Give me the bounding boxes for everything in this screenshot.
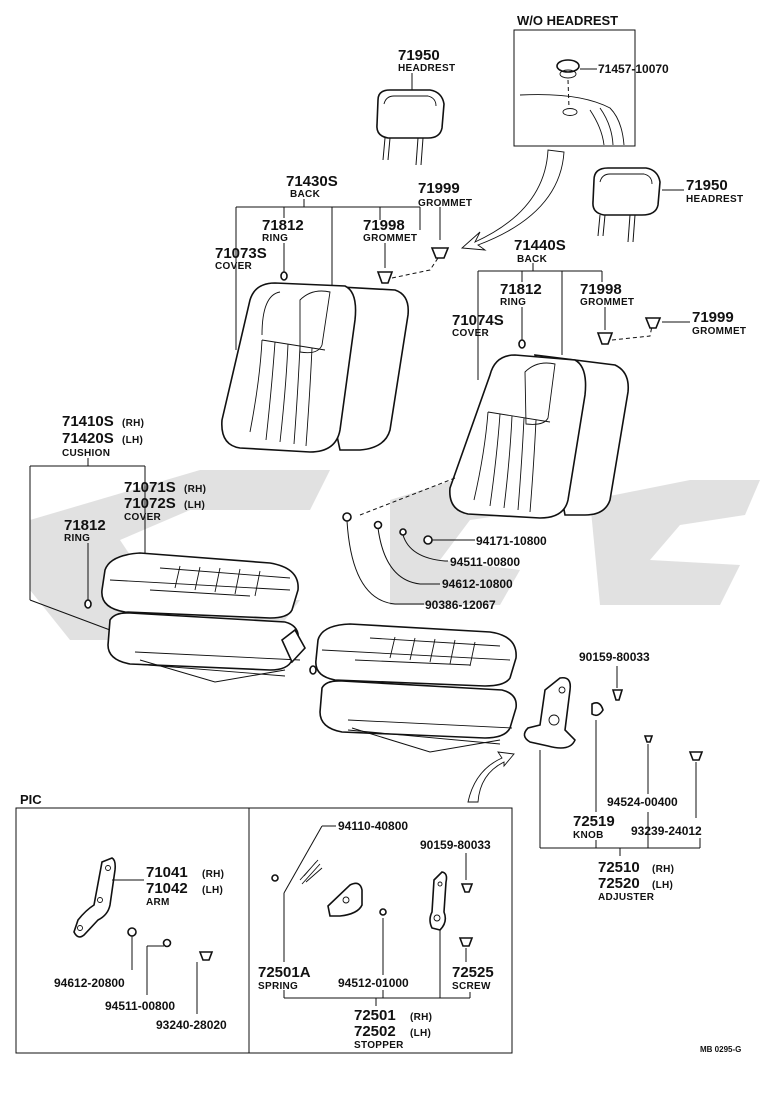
right-back-num: 71440S [514,237,566,254]
right-ring-num: 71812 [500,281,542,298]
adj-name: ADJUSTER [598,892,655,903]
pic-stopper-rh: (RH) [410,1012,432,1023]
left-headrest-num: 71950 [398,47,440,64]
left-back-num: 71430S [286,173,338,190]
pic-arm-num-rh: 71041 [146,864,188,881]
adj-knob-num: 72519 [573,813,615,830]
left-back-name: BACK [290,189,321,200]
adj-rh: (RH) [652,864,674,875]
adjuster-icon [523,676,576,749]
right-grommet-b-num: 71998 [580,281,622,298]
pic-p-93240: 93240-28020 [156,1018,227,1032]
pic-spring-num: 72501A [258,964,311,981]
cushion-rh: (RH) [122,418,144,429]
right-cover-num: 71074S [452,312,504,329]
adj-num-lh: 72520 [598,875,640,892]
cushion-ring-num: 71812 [64,517,106,534]
wo-headrest-title: W/O HEADREST [517,13,618,28]
footer-code: MB 0295-G [700,1045,741,1054]
left-back-labels: 71430S BACK 71812 RING 71999 GROMMET 719… [215,173,472,350]
left-seat-back-icon [221,282,410,453]
cushion-cover-lh: (LH) [184,500,205,511]
left-cushion-icon [101,552,306,683]
left-grommet-a-num: 71999 [418,180,460,197]
right-headrest-group: 71950 HEADREST [592,167,743,243]
pic-stopper-name: STOPPER [354,1040,404,1051]
pic-title: PIC [20,792,42,807]
pic-p-94512: 94512-01000 [338,976,409,990]
adj-knob-name: KNOB [573,830,604,841]
pointer-arrow-icon [460,149,565,251]
pic-arm-rh: (RH) [202,869,224,880]
pic-p-90159: 90159-80033 [420,838,491,852]
wo-headrest-part: 71457-10070 [598,62,669,76]
left-headrest-group: 71950 HEADREST [376,47,455,166]
right-cushion-icon [309,623,518,753]
left-cover-num: 71073S [215,245,267,262]
pic-stopper-lh: (LH) [410,1028,431,1039]
pic-arm-name: ARM [146,897,170,908]
left-grommet-a-name: GROMMET [418,198,472,209]
cushion-name: CUSHION [62,448,110,459]
pic-p-94511: 94511-00800 [105,999,175,1013]
pic-screw-name: SCREW [452,981,491,992]
right-back-name: BACK [517,254,548,265]
left-grommet-b-name: GROMMET [363,233,417,244]
right-headrest-name: HEADREST [686,194,743,205]
right-seat-back-icon [449,354,630,519]
pic-screw-num: 72525 [452,964,494,981]
pic-stopper-num-lh: 72502 [354,1023,396,1040]
arm-icon [73,857,116,938]
right-grommet-a-name: GROMMET [692,326,746,337]
hw-94511: 94511-00800 [450,555,520,569]
left-headrest-icon [376,89,445,139]
adj-p-94524: 94524-00400 [607,795,678,809]
hardware-group: 94171-10800 94511-00800 94612-10800 9038… [342,512,547,612]
cushion-cover-num-lh: 71072S [124,495,176,512]
spring-icon [299,859,323,885]
adj-p-93239: 93239-24012 [631,824,702,838]
left-headrest-name: HEADREST [398,63,455,74]
pic-arm-num-lh: 71042 [146,880,188,897]
adj-screw-top: 90159-80033 [579,650,650,664]
right-grommet-a-num: 71999 [692,309,734,326]
left-ring-name: RING [262,233,288,244]
hw-90386: 90386-12067 [425,598,496,612]
wo-headrest-box: W/O HEADREST 71457-10070 [513,13,669,147]
pic-spring-name: SPRING [258,981,298,992]
right-cover-name: COVER [452,328,490,339]
right-headrest-num: 71950 [686,177,728,194]
cushion-ring-name: RING [64,533,90,544]
right-back-labels: 71440S BACK 71812 RING 71998 GROMMET 719… [452,237,746,380]
pic-box: PIC 71041 (RH) 71042 (LH) ARM 94612-2080… [15,792,513,1054]
left-ring-num: 71812 [262,217,304,234]
stopper-icon [429,871,448,931]
adj-num-rh: 72510 [598,859,640,876]
cushion-num-lh: 71420S [62,430,114,447]
hw-94171: 94171-10800 [476,534,547,548]
grommet-part-icon [556,59,580,73]
right-grommet-b-name: GROMMET [580,297,634,308]
cushion-num-rh: 71410S [62,413,114,430]
cushion-lh: (LH) [122,435,143,446]
pic-arm-lh: (LH) [202,885,223,896]
adjuster-group: 90159-80033 72519 KNOB 94524-00400 93239… [523,650,704,903]
pic-arrow-icon [467,751,515,803]
cushion-cover-name: COVER [124,512,162,523]
right-headrest-icon [592,167,661,216]
bracket-icon [327,882,363,917]
left-grommet-b-num: 71998 [363,217,405,234]
adj-lh: (LH) [652,880,673,891]
cushion-cover-num-rh: 71071S [124,479,176,496]
right-ring-name: RING [500,297,526,308]
pic-p-94110: 94110-40800 [338,819,408,833]
cushion-cover-rh: (RH) [184,484,206,495]
pic-p-94612: 94612-20800 [54,976,125,990]
cushion-labels: 71410S (RH) 71420S (LH) CUSHION 71071S (… [29,413,206,631]
pic-stopper-num-rh: 72501 [354,1007,396,1024]
hw-94612: 94612-10800 [442,577,513,591]
left-cover-name: COVER [215,261,253,272]
